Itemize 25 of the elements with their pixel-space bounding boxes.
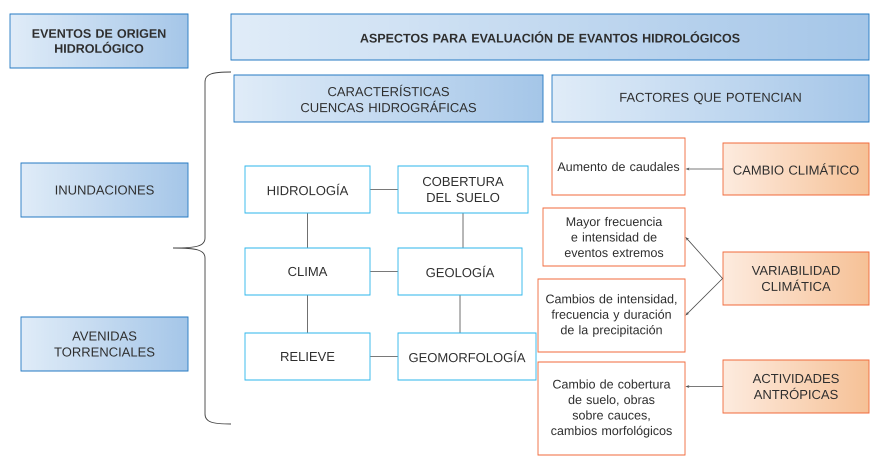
characteristic-box: RELIEVE: [244, 332, 370, 380]
characteristic-box: HIDROLOGÍA: [244, 166, 370, 214]
category-box: INUNDACIONES: [20, 162, 188, 218]
connector-line: [370, 356, 398, 357]
category-box: AVENIDAS TORRENCIALES: [20, 316, 188, 372]
characteristic-box: CLIMA: [244, 248, 370, 296]
connector-line: [370, 189, 398, 190]
heading-box: ASPECTOS PARA EVALUACIÓN DE EVANTOS HIDROLÓGICOS: [230, 14, 870, 60]
characteristic-box: GEOMORFOLOGÍA: [398, 332, 536, 380]
connector-line: [307, 213, 308, 248]
category-box: CARACTERÍSTICAS CUENCAS HIDROGRÁFICAS: [234, 74, 544, 122]
factor-box: ACTIVIDADES ANTRÓPICAS: [722, 360, 870, 414]
characteristic-box: COBERTURA DEL SUELO: [398, 166, 528, 214]
factor-box: CAMBIO CLIMÁTICO: [722, 142, 870, 196]
factor-box: VARIABILIDAD CLIMÁTICA: [722, 252, 870, 306]
connector-line: [307, 295, 308, 333]
category-box: FACTORES QUE POTENCIAN: [552, 74, 870, 122]
connector-line: [370, 271, 398, 272]
effect-box: Mayor frecuencia e intensidad de eventos extremos: [542, 208, 686, 266]
heading-box: EVENTOS DE ORIGEN HIDROLÓGICO: [10, 14, 188, 68]
connector-line: [462, 213, 464, 248]
characteristic-box: GEOLOGÍA: [398, 248, 522, 296]
effect-box: Cambio de cobertura de suelo, obras sobre cauces, cambios morfológicos: [538, 362, 686, 456]
effect-box: Aumento de caudales: [552, 138, 686, 196]
effect-box: Cambios de intensidad, frecuencia y duración de la precipitación: [538, 278, 686, 352]
